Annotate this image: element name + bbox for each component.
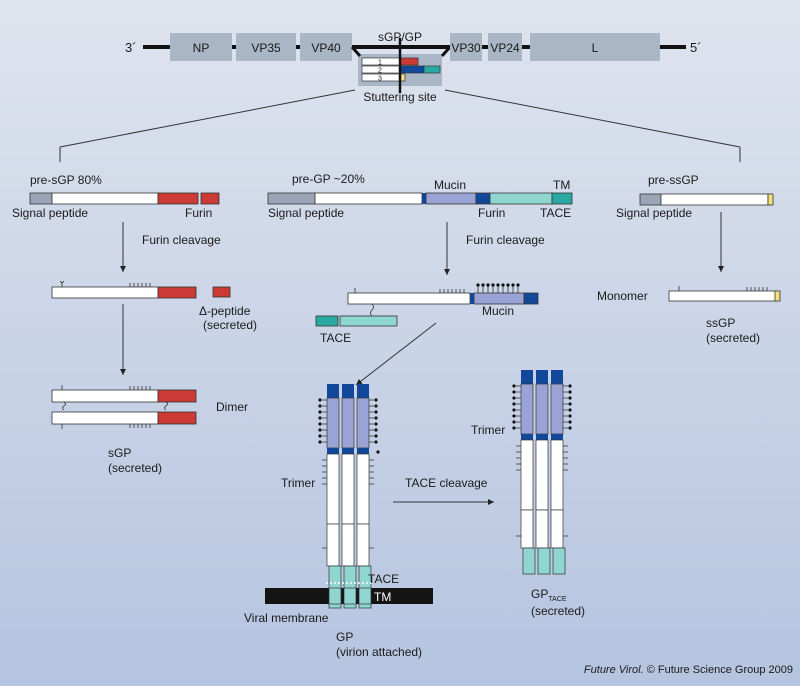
pre-sgp-label: pre-sGP 80% <box>30 173 102 187</box>
gp-virion-attached-label: (virion attached) <box>336 645 422 659</box>
dimer-label: Dimer <box>216 400 248 414</box>
ssgp-product-secreted-label: (secreted) <box>706 331 760 345</box>
viral-membrane-label: Viral membrane <box>244 611 329 625</box>
gene-vp24-label: VP24 <box>490 41 520 55</box>
stuttering-site-label: Stuttering site <box>363 90 437 104</box>
gp-label: GP <box>336 630 353 644</box>
gene-vp30-box <box>450 33 482 61</box>
pre-gp-mucin-label: Mucin <box>434 178 466 192</box>
gptace-trimer: Trimer <box>471 370 572 575</box>
gptace-label: GPTACE <box>531 587 567 603</box>
gp-mucin-label: Mucin <box>482 304 514 318</box>
gene-sgp-gp-label: sGP/GP <box>378 30 422 44</box>
credit-line: Future Virol. © Future Science Group 200… <box>584 664 793 676</box>
pre-gp-signal-peptide-label: Signal peptide <box>268 206 344 220</box>
sgp-furin-cleavage-label: Furin cleavage <box>142 233 221 247</box>
genome-map: 3´ 5´ NP VP35 VP40 sGP/GP 1 2 3 VP30 VP2… <box>59 30 741 162</box>
delta-peptide-label: Δ-peptide <box>199 304 251 318</box>
sgp-branch: pre-sGP 80% Signal peptide Furin Furin c… <box>12 173 257 475</box>
pre-gp-tm-label: TM <box>553 178 570 192</box>
pre-gp-label: pre-GP ~20% <box>292 172 365 186</box>
ssgp-branch: pre-ssGP Signal peptide Monomer ssGP (se… <box>597 173 781 345</box>
pre-ssgp-label: pre-ssGP <box>648 173 699 187</box>
sgp-product-secreted-label: (secreted) <box>108 461 162 475</box>
membrane-tm-label: TM <box>374 590 391 604</box>
gp-trimer: Trimer TACE <box>281 384 399 609</box>
frame-2-label: 2 <box>378 68 382 75</box>
gene-vp40-label: VP40 <box>311 41 341 55</box>
monomer-label: Monomer <box>597 289 648 303</box>
genome-5prime-label: 5´ <box>690 40 702 55</box>
trimer-tace-label: TACE <box>368 572 399 586</box>
gp-furin-cleavage-label: Furin cleavage <box>466 233 545 247</box>
sgp-product-label: sGP <box>108 446 131 460</box>
pre-gp-tace-label: TACE <box>540 206 571 220</box>
delta-peptide-secreted-label: (secreted) <box>203 318 257 332</box>
tace-cleavage-label: TACE cleavage <box>405 476 488 490</box>
gene-np-label: NP <box>193 41 210 55</box>
pre-gp-furin-label: Furin <box>478 206 505 220</box>
gene-vp35-label: VP35 <box>251 41 281 55</box>
genome-3prime-label: 3´ <box>125 40 137 55</box>
frame-1-label: 1 <box>378 60 382 67</box>
sgp-furin-label: Furin <box>185 206 212 220</box>
gene-vp30-label: VP30 <box>451 41 481 55</box>
sgp-signal-peptide-label: Signal peptide <box>12 206 88 220</box>
gene-vp40-box <box>300 33 352 61</box>
gp-branch: pre-GP ~20% Mucin TM Signal peptide Furi… <box>244 172 585 659</box>
gptace-secreted-label: (secreted) <box>531 604 585 618</box>
ssgp-signal-peptide-label: Signal peptide <box>616 206 692 220</box>
trimer2-label: Trimer <box>471 423 505 437</box>
trimer-label: Trimer <box>281 476 315 490</box>
gene-vp35-box <box>236 33 296 61</box>
gene-np-box <box>170 33 232 61</box>
gp-tace-label: TACE <box>320 331 351 345</box>
gene-l-box <box>530 33 660 61</box>
gene-vp24-box <box>488 33 522 61</box>
gene-l-label: L <box>592 41 599 55</box>
frame-3-label: 3 <box>378 76 382 83</box>
ssgp-product-label: ssGP <box>706 316 735 330</box>
